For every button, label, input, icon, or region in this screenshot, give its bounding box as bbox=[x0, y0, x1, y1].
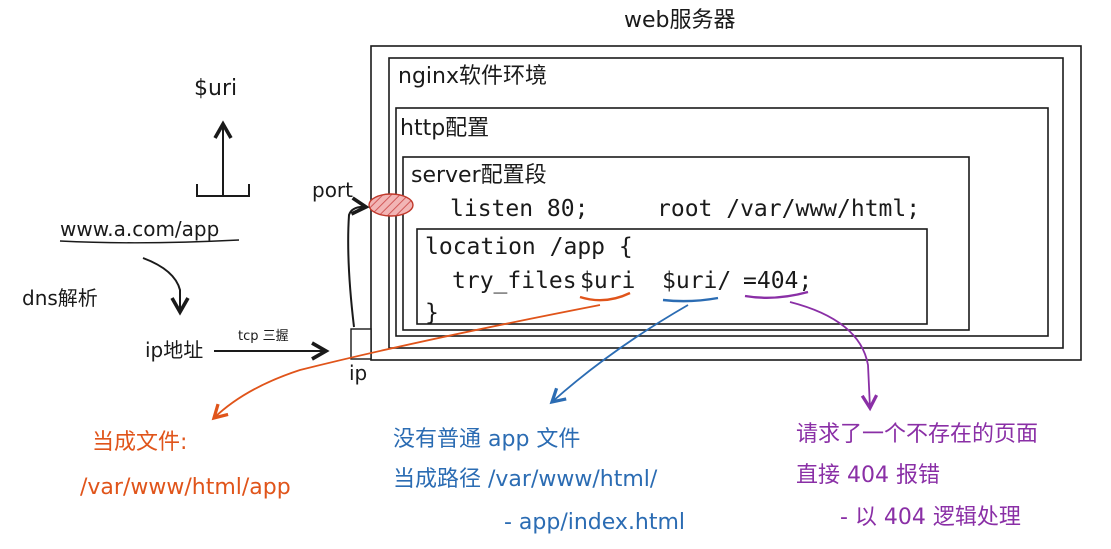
dns-label: dns解析 bbox=[22, 286, 98, 310]
port-label: port bbox=[312, 178, 353, 202]
ip-to-port-arrow bbox=[347, 196, 370, 328]
uri-dir-token: $uri/ bbox=[662, 268, 732, 294]
server-box bbox=[402, 156, 970, 331]
url-label: www.a.com/app bbox=[60, 217, 220, 241]
port-ellipse bbox=[368, 193, 414, 217]
location-box bbox=[416, 228, 928, 325]
url-underline bbox=[59, 239, 240, 244]
location-head: location /app { bbox=[425, 234, 633, 260]
orange-note-2: /var/www/html/app bbox=[80, 475, 291, 500]
http-title: http配置 bbox=[400, 116, 490, 141]
http-box bbox=[395, 107, 1049, 337]
blue-note-3: - app/index.html bbox=[504, 510, 686, 535]
nginx-title: nginx软件环境 bbox=[398, 64, 547, 89]
uri-token: $uri bbox=[580, 268, 636, 294]
uri-dir-underline bbox=[662, 296, 719, 303]
orange-arrow bbox=[211, 304, 601, 421]
web-server-title: web服务器 bbox=[624, 8, 736, 33]
purple-note-3: - 以 404 逻辑处理 bbox=[840, 505, 1021, 530]
purple-note-2: 直接 404 报错 bbox=[796, 463, 940, 488]
code404-underline bbox=[744, 290, 809, 299]
server-title: server配置段 bbox=[411, 163, 547, 188]
location-close: } bbox=[425, 300, 439, 326]
ip-box-label: ip bbox=[349, 361, 368, 385]
purple-note-1: 请求了一个不存在的页面 bbox=[796, 422, 1039, 447]
uri-underline bbox=[579, 291, 631, 302]
purple-arrow bbox=[789, 301, 879, 412]
listen-directive: listen 80; bbox=[450, 196, 589, 222]
blue-arrow bbox=[549, 304, 689, 405]
tcp-label: tcp 三握 bbox=[238, 329, 289, 344]
uri-up-arrow bbox=[196, 124, 250, 197]
uri-label: $uri bbox=[194, 76, 238, 101]
orange-note-1: 当成文件: bbox=[92, 430, 188, 455]
root-directive: root /var/www/html; bbox=[657, 196, 921, 222]
try-files-keyword: try_files bbox=[452, 268, 577, 294]
code404-token: =404; bbox=[743, 268, 813, 294]
dns-arrow bbox=[142, 257, 190, 316]
ip-label: ip地址 bbox=[145, 338, 204, 362]
blue-note-1: 没有普通 app 文件 bbox=[393, 427, 581, 452]
blue-note-2: 当成路径 /var/www/html/ bbox=[393, 467, 658, 492]
ip-box bbox=[350, 328, 372, 360]
